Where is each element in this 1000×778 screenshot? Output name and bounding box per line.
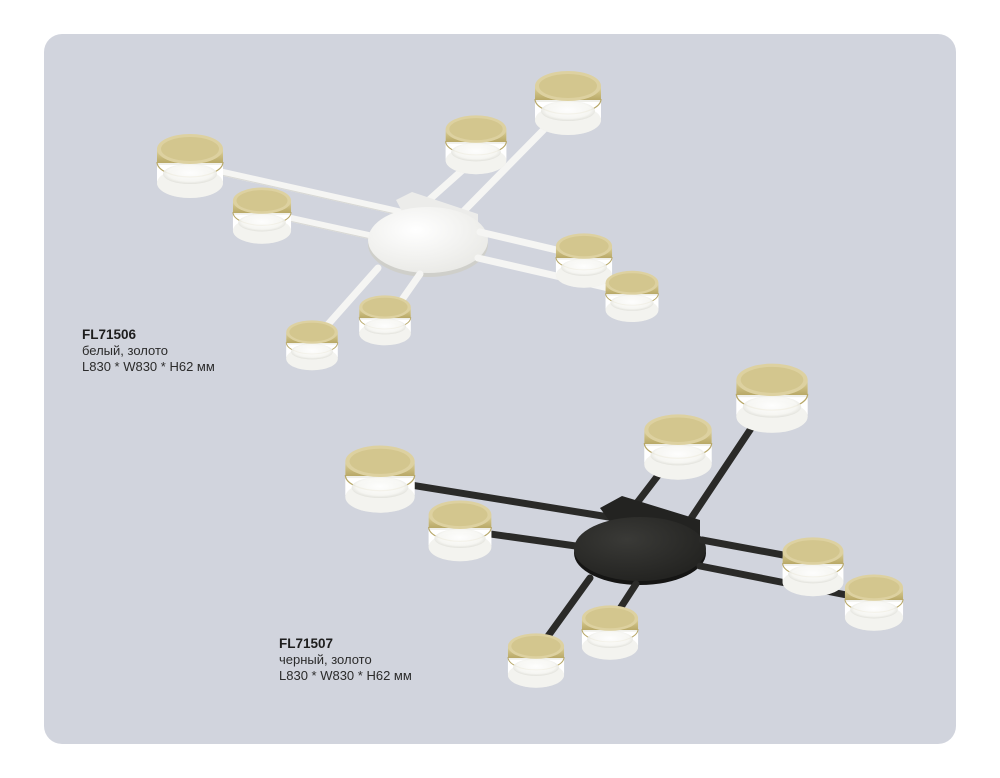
lamp-black (344, 363, 904, 689)
product-dimensions: L830 * W830 * H62 мм (82, 359, 215, 374)
product-model: FL71506 (82, 327, 137, 342)
product-caption-fl71506: FL71506 белый, золото L830 * W830 * H62 … (82, 327, 215, 375)
product-caption-fl71507: FL71507 черный, золото L830 * W830 * H62… (279, 636, 412, 684)
product-finish: белый, золото (82, 343, 168, 358)
product-model: FL71507 (279, 636, 334, 651)
product-finish: черный, золото (279, 652, 372, 667)
lamp-white (156, 70, 659, 371)
product-dimensions: L830 * W830 * H62 мм (279, 668, 412, 683)
